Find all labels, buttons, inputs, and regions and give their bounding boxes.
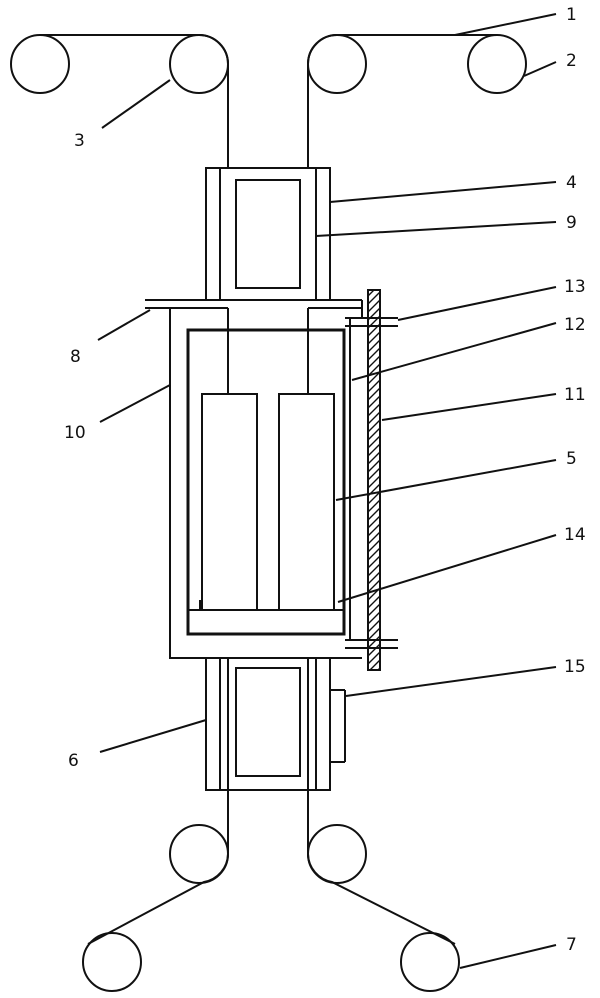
upper-inner-duct [235, 179, 301, 289]
leader-14 [337, 534, 557, 603]
leader-5 [335, 459, 557, 501]
window-plate [367, 289, 381, 671]
label-9: 9 [566, 213, 577, 233]
label-1: 1 [566, 5, 577, 25]
target-left [201, 393, 258, 611]
label-5: 5 [566, 449, 577, 469]
label-6: 6 [68, 751, 79, 771]
leader-3 [101, 79, 171, 129]
target-right [278, 393, 335, 611]
leader-15 [345, 666, 557, 697]
leader-6 [99, 719, 207, 753]
leader-8 [97, 309, 151, 341]
label-15: 15 [564, 657, 586, 677]
leader-12 [351, 322, 557, 381]
leader-7 [459, 944, 557, 969]
label-8: 8 [70, 347, 81, 367]
label-12: 12 [564, 315, 586, 335]
leader-11 [381, 393, 557, 421]
label-3: 3 [74, 131, 85, 151]
label-7: 7 [566, 935, 577, 955]
roller-top-right-outer [467, 34, 527, 94]
label-11: 11 [564, 385, 586, 405]
roller-top-left-outer [10, 34, 70, 94]
label-13: 13 [564, 277, 586, 297]
wire-bottom-left [87, 658, 229, 945]
label-4: 4 [566, 173, 577, 193]
wire-bottom-right [307, 658, 456, 945]
wire-top-left [40, 34, 229, 300]
label-10: 10 [64, 423, 86, 443]
wire-top-right [307, 34, 497, 300]
leader-10 [99, 384, 171, 423]
leader-2 [523, 61, 557, 77]
leader-9 [315, 221, 557, 237]
leader-1 [454, 13, 557, 36]
lower-chamber [205, 657, 331, 791]
label-2: 2 [566, 51, 577, 71]
inner-vessel [186, 328, 346, 636]
roller-bottom-right-outer [400, 932, 460, 992]
leader-4 [329, 181, 557, 203]
upper-chamber [205, 167, 331, 301]
roller-bottom-left-outer [82, 932, 142, 992]
lower-inner-duct [235, 667, 301, 777]
leader-13 [397, 286, 557, 321]
label-14: 14 [564, 525, 586, 545]
